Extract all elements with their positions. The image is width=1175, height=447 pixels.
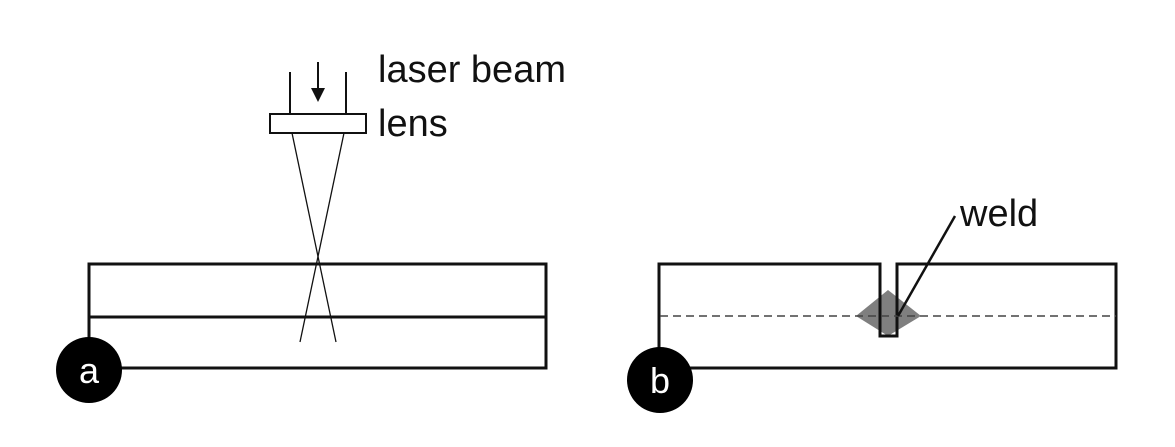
weld-zone [856, 290, 921, 336]
panel-a-badge: a [56, 337, 122, 403]
weld-leader-line [896, 215, 957, 317]
down-arrow-icon [311, 62, 325, 102]
upper-plate [87, 262, 548, 319]
panel-b: weld b [627, 193, 1118, 413]
panel-a-badge-label: a [79, 350, 100, 391]
laser-beam-label: laser beam [378, 49, 566, 91]
focused-beam-ray-right [299, 132, 345, 343]
lens-label: lens [378, 103, 448, 145]
weld-label: weld [959, 193, 1038, 235]
lower-plate [87, 317, 548, 370]
panel-b-badge-label: b [650, 360, 670, 401]
plate-with-keyhole [657, 262, 1118, 370]
focused-beam-ray-left [291, 132, 337, 343]
panel-a: a laser beam lens [56, 49, 566, 403]
lens-shape [269, 113, 367, 134]
panel-b-badge: b [627, 347, 693, 413]
